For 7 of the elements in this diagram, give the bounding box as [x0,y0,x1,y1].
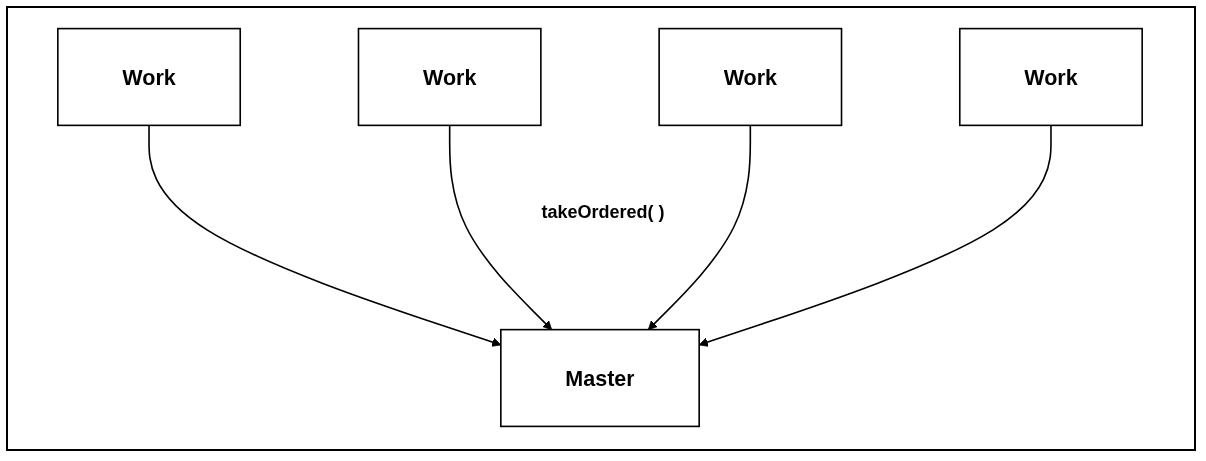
node-box: Work [658,27,843,127]
arrow [448,124,553,331]
node-box: Master [500,328,700,428]
node-box: Work [57,27,242,127]
arrow [647,124,752,331]
node-box: Work [357,27,542,127]
node-box: Work [958,27,1143,127]
